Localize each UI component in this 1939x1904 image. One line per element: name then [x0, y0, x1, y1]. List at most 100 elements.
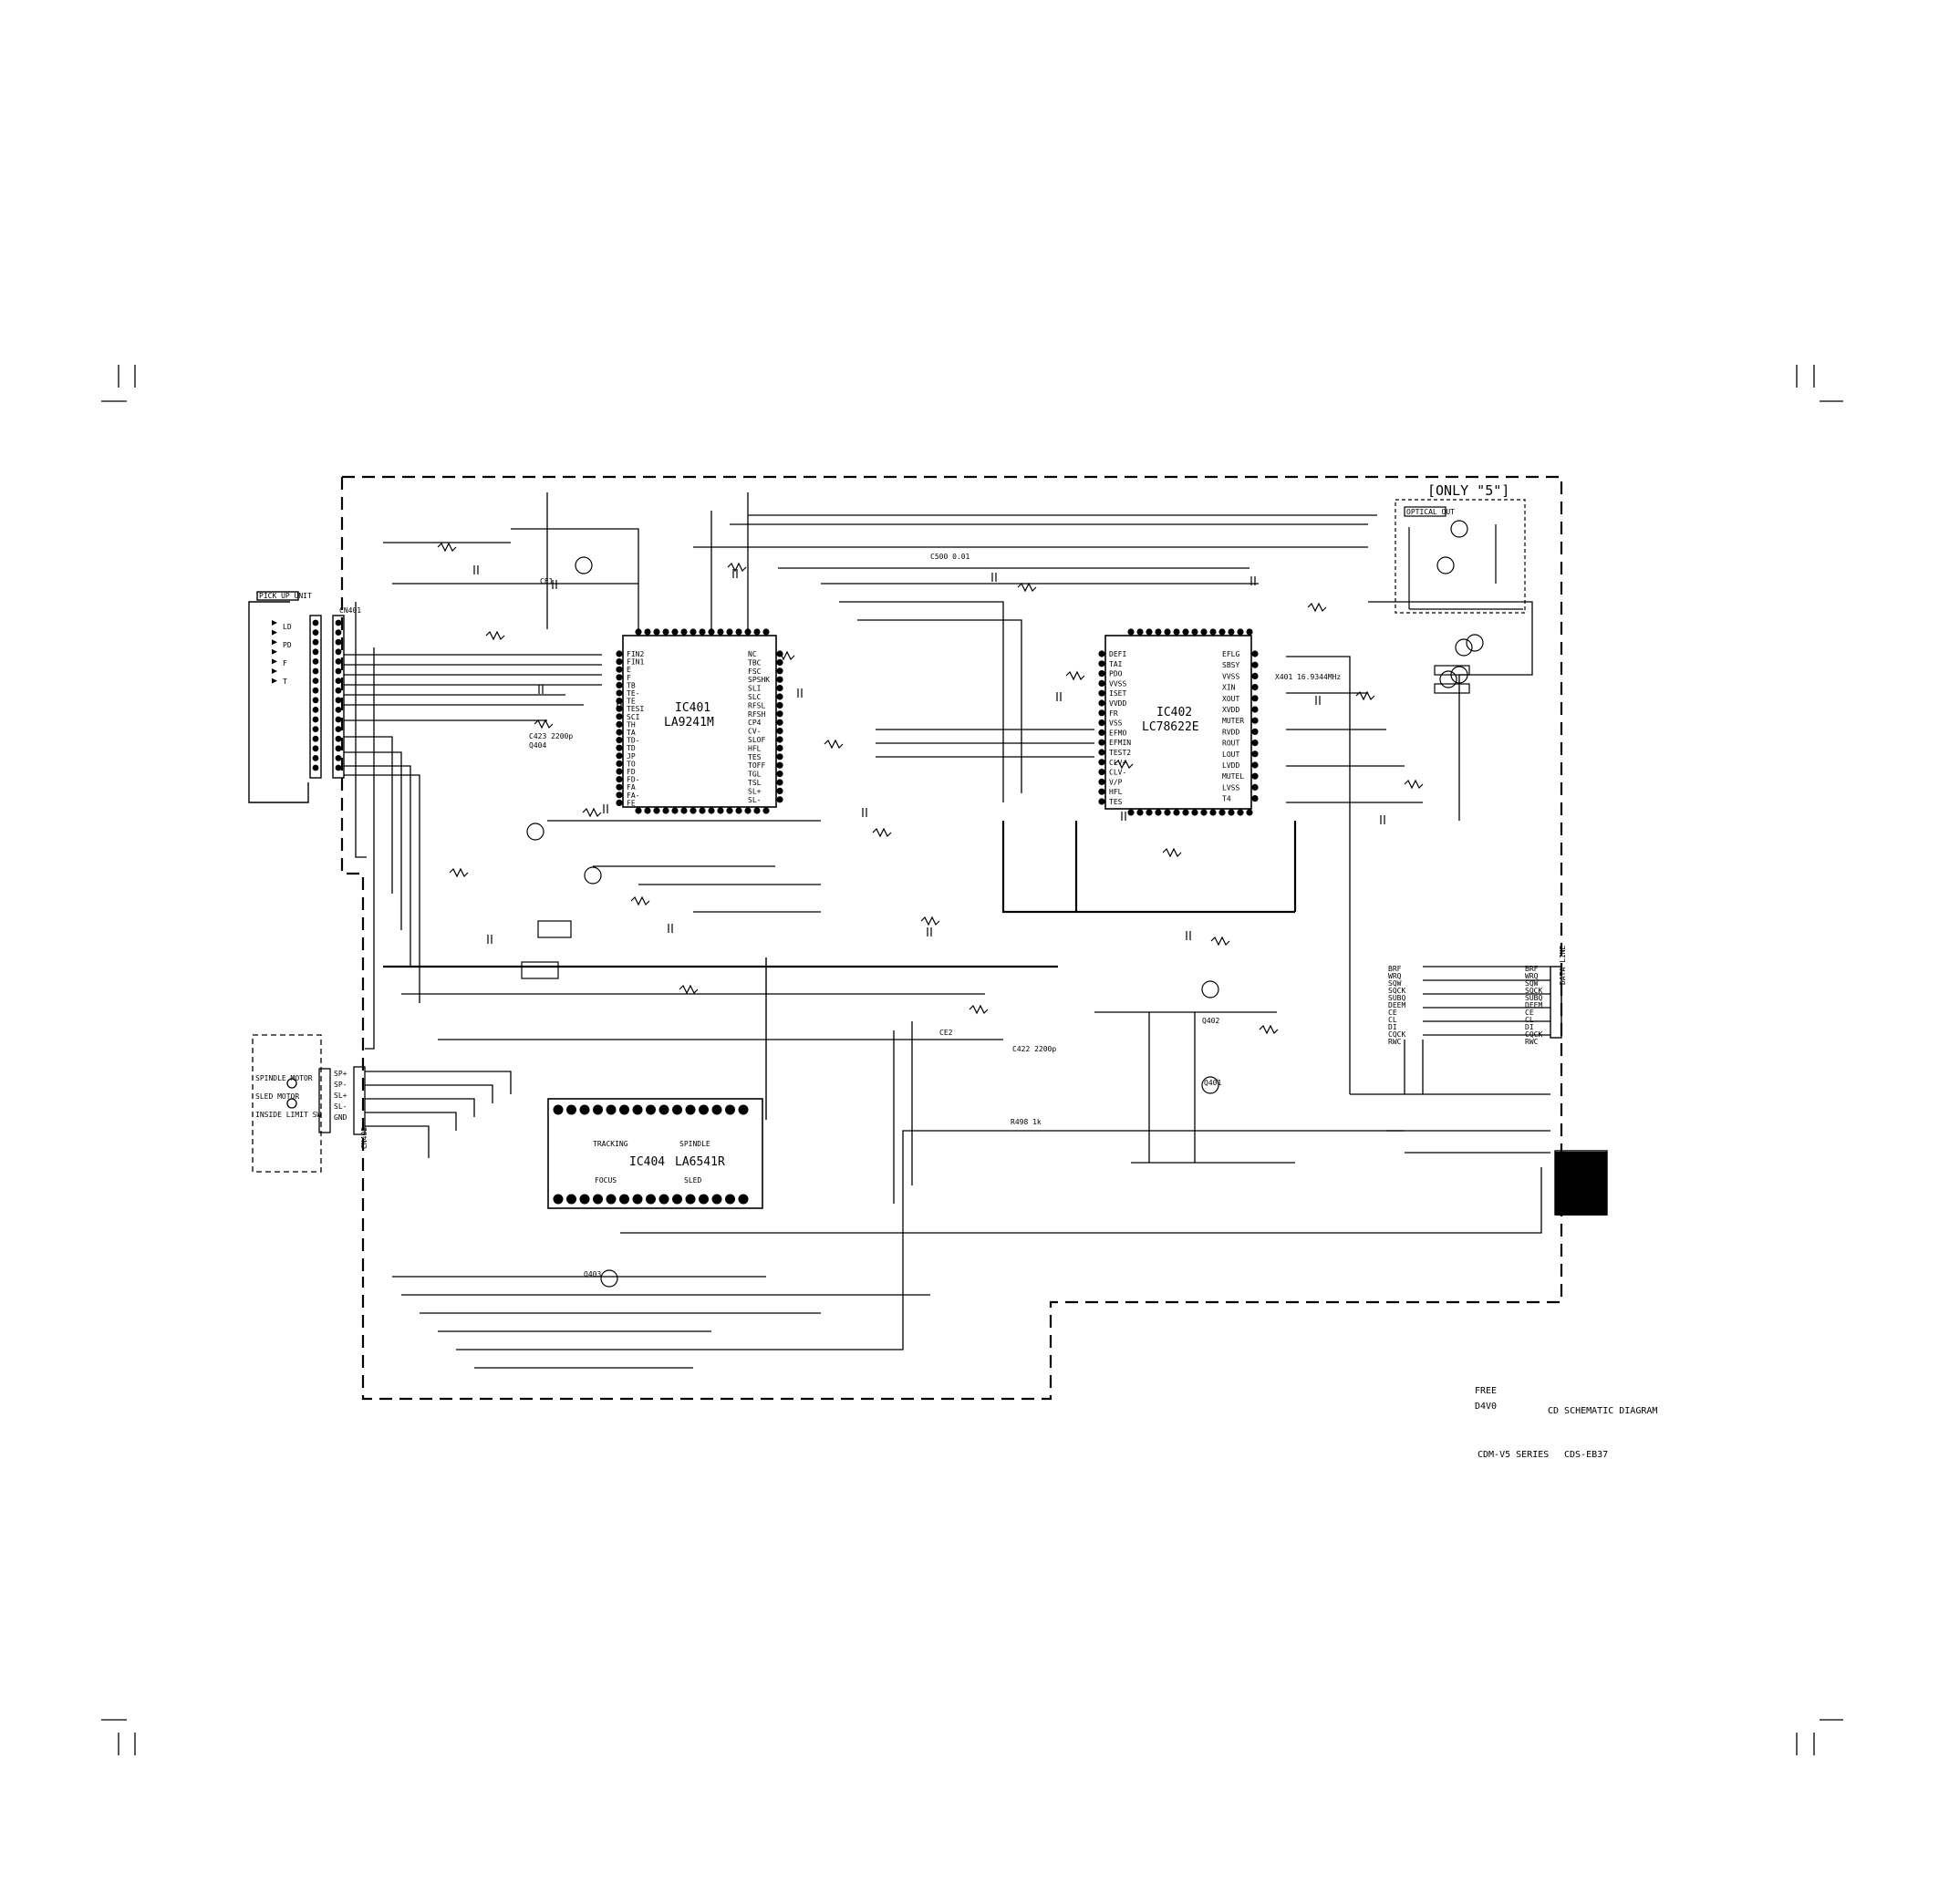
- ic402-pin-marker: [1164, 809, 1171, 816]
- label-q403: Q402: [1202, 1017, 1219, 1025]
- label-c423: C423 2200p: [529, 732, 573, 740]
- ic401-pin-fd: FD: [627, 768, 636, 776]
- ic401-pin-marker: [616, 752, 623, 760]
- ic402-pin-vvss: VVSS: [1222, 672, 1239, 680]
- ic401-pin-sl+: SL+: [748, 787, 762, 795]
- mcu-signal-out-cl: CL: [1525, 1016, 1534, 1024]
- ic401-pin-marker: [776, 728, 783, 735]
- ic404-pin-marker: [725, 1194, 735, 1205]
- ic401-pin-marker: [616, 737, 623, 744]
- ic402-pin-rvdd: RVDD: [1222, 728, 1239, 736]
- mcu-signal-out-deem: DEEM: [1525, 1001, 1542, 1009]
- ic401-pin-marker: [690, 807, 697, 814]
- motor-signal-gnd: GND: [334, 1113, 347, 1122]
- ic401-pin-te-: TE-: [627, 689, 639, 698]
- component-box: [1434, 683, 1470, 694]
- output-pin-box: [1555, 1179, 1607, 1188]
- ic402-pin-defi: DEFI: [1109, 650, 1126, 658]
- ic401-pin-marker: [616, 799, 623, 807]
- ic404-pin-marker: [553, 1104, 564, 1115]
- ic401-pin-spshk: SPSHK: [748, 676, 770, 684]
- pickup-pin-marker: [335, 648, 342, 656]
- ic402-pin-test2: TEST2: [1109, 749, 1131, 757]
- ic401-pin-toff: TOFF: [748, 761, 765, 770]
- pickup-pin-marker: [312, 638, 319, 646]
- label-c422: Q404: [529, 741, 546, 750]
- ic401-pin-marker: [726, 628, 733, 636]
- ic402-pin-marker: [1098, 739, 1105, 746]
- ic402-pin-marker: [1191, 809, 1198, 816]
- ic401-pin-marker: [680, 807, 688, 814]
- ic404-pin-number: 21: [674, 1106, 683, 1114]
- ic402-pin-marker: [1173, 628, 1180, 636]
- ic402-pin-marker: [1098, 769, 1105, 776]
- ic401-pin-sci: SCI: [627, 713, 640, 721]
- component-box: [521, 961, 559, 979]
- ic404-pin-number: 16: [740, 1106, 749, 1114]
- ic404-pin-marker: [606, 1104, 617, 1115]
- ic402-pin-marker: [1098, 798, 1105, 805]
- output-pin-box: [1555, 1206, 1607, 1216]
- ic401-pin-marker: [776, 676, 783, 683]
- sled-motor-label: SLED MOTOR: [255, 1092, 299, 1101]
- wire: [857, 619, 1022, 793]
- ic402-pin-marker: [1146, 628, 1153, 636]
- limit-switch-label: INSIDE LIMIT SW: [255, 1111, 321, 1119]
- wiring: [344, 492, 1550, 1369]
- ic402-pin-marker: [1098, 709, 1105, 717]
- ic402-pin-marker: [1098, 759, 1105, 766]
- driver-sled: SLED: [684, 1176, 701, 1185]
- ic402-pin-marker: [1164, 628, 1171, 636]
- pickup-pin-marker: [312, 678, 319, 684]
- mcu-signal-out-di: DI: [1525, 1023, 1534, 1031]
- ic401-pin-marker: [616, 760, 623, 768]
- ic401-pin-marker: [776, 779, 783, 786]
- ic402-pin-marker: [1098, 670, 1105, 678]
- pickup-pin-marker: [335, 658, 342, 665]
- wire: [365, 1112, 457, 1131]
- resistor-icon: [1162, 847, 1182, 858]
- ic404-pin-marker: [553, 1194, 564, 1205]
- ic401-pin-marker: [662, 807, 669, 814]
- ic401-pin-sl-: SL-: [748, 796, 761, 804]
- mcu-signal-out-sqck: SQCK: [1525, 987, 1542, 995]
- ic401-pin-tbc: TBC: [748, 658, 762, 667]
- ic401-pin-marker: [776, 701, 783, 709]
- laser-diode-icon: [272, 629, 277, 636]
- wire: [365, 1125, 430, 1158]
- pickup-pin-marker: [335, 678, 342, 684]
- wire: [456, 1130, 1405, 1350]
- mcu-signal-cqck: CQCK: [1388, 1030, 1405, 1039]
- series-label: CDM-V5 SERIES: [1478, 1450, 1549, 1460]
- output-signal-1: 5.5V: [1561, 1162, 1579, 1170]
- ic401-pin-sli: SLI: [748, 685, 762, 693]
- output-signal-3: CD R CH: [1561, 1180, 1592, 1188]
- driver-tracking: TRACKING: [593, 1140, 628, 1148]
- ic401-pin-marker: [717, 628, 724, 636]
- label-q404: Q403: [584, 1270, 601, 1278]
- ic401-pin-marker: [680, 628, 688, 636]
- ic404-pin-number: 26: [607, 1106, 617, 1114]
- ic401-pin-marker: [616, 650, 623, 657]
- output-pin-box: [1555, 1161, 1607, 1170]
- ic402-pin-marker: [1251, 750, 1259, 758]
- ic402-pin-pdo: PDO: [1109, 670, 1123, 678]
- ic404-pin-marker: [699, 1104, 709, 1115]
- wire: [344, 751, 402, 930]
- resistor-icon: [1065, 670, 1085, 681]
- laser-diode-icon: [272, 678, 277, 684]
- mcu-signal-out-subq: SUBQ: [1525, 994, 1542, 1002]
- ic401-pin-marker: [699, 807, 706, 814]
- ic402-pin-vss: VSS: [1109, 719, 1123, 728]
- ic402-pin-marker: [1209, 628, 1217, 636]
- ic401-pin-marker: [616, 729, 623, 736]
- ic404-part: LA6541R: [675, 1155, 725, 1169]
- ic401-pin-ta: TA: [627, 729, 636, 737]
- laser-diode-icon: [272, 620, 277, 626]
- ic401-pin-tesi: TESI: [627, 705, 644, 713]
- ic404-pin-number: 14: [727, 1195, 736, 1204]
- ic401-pin-cp4: CP4: [748, 719, 762, 727]
- ic402-pin-marker: [1200, 809, 1208, 816]
- resistor-icon: [485, 630, 505, 641]
